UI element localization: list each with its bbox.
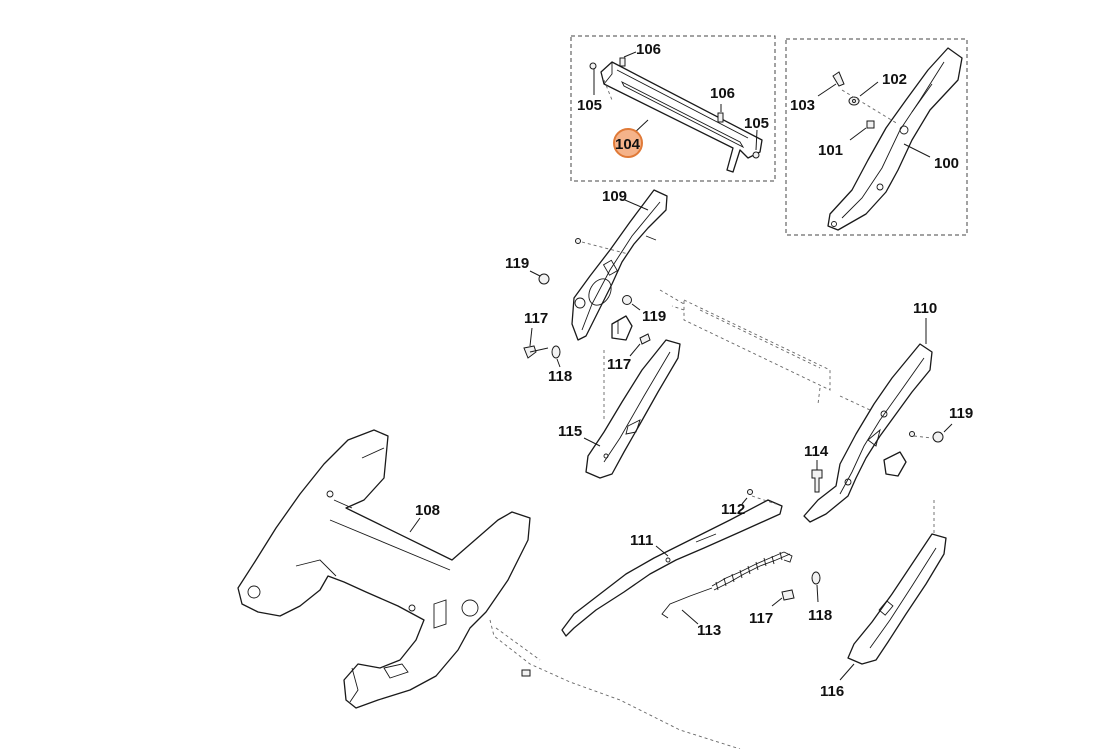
label-106-top[interactable]: 106 [636, 41, 661, 58]
part-108-handle-frame[interactable] [237, 429, 531, 709]
part-106-screw-right[interactable] [717, 104, 724, 123]
clip-bracket-right [883, 431, 933, 477]
part-112-screw[interactable] [741, 489, 753, 505]
part-105-nut-right[interactable] [752, 129, 760, 159]
part-118-washer-left[interactable] [551, 345, 561, 368]
label-104[interactable]: 104 [615, 136, 641, 153]
label-111[interactable]: 111 [630, 532, 653, 549]
label-119-mid[interactable]: 119 [642, 308, 666, 325]
leader-116 [839, 663, 855, 681]
part-103-bolt[interactable] [817, 71, 845, 97]
part-115-rail-left[interactable] [585, 339, 681, 479]
part-100-handle-bracket[interactable] [827, 47, 963, 231]
dashed-guide-100 [841, 89, 899, 125]
leader-111 [655, 545, 669, 557]
label-108[interactable]: 108 [415, 502, 440, 519]
label-114[interactable]: 114 [804, 443, 829, 460]
part-119-nut-a[interactable] [529, 270, 550, 285]
part-119-nut-c[interactable] [932, 423, 953, 443]
leader-108 [409, 517, 421, 533]
label-109[interactable]: 109 [602, 188, 627, 205]
clip-bracket-mid [611, 315, 633, 341]
part-119-nut-b[interactable] [622, 295, 641, 311]
part-117-bolt-lower[interactable] [771, 589, 795, 607]
part-117-bolt-mid[interactable] [629, 333, 651, 357]
part-117-bolt-left[interactable] [523, 327, 549, 359]
label-119-left[interactable]: 119 [505, 255, 529, 272]
label-113[interactable]: 113 [697, 622, 721, 639]
part-113-spring[interactable] [661, 551, 793, 619]
label-103[interactable]: 103 [790, 97, 815, 114]
part-106-screw-left[interactable] [619, 51, 637, 67]
label-105-left[interactable]: 105 [577, 97, 602, 114]
part-111-lever-rod[interactable] [561, 495, 783, 637]
label-117-lower[interactable]: 117 [749, 610, 773, 627]
label-100[interactable]: 100 [934, 155, 959, 172]
part-102-washer[interactable] [848, 81, 879, 106]
label-116[interactable]: 116 [820, 683, 844, 700]
label-118-lower[interactable]: 118 [808, 607, 832, 624]
label-118-left[interactable]: 118 [548, 368, 572, 385]
label-117-mid[interactable]: 117 [607, 356, 631, 373]
label-106-right[interactable]: 106 [710, 85, 735, 102]
small-screw-109 [575, 238, 629, 255]
label-117-left[interactable]: 117 [524, 310, 548, 327]
leader-100 [903, 143, 931, 158]
inset-frame-104-group [570, 35, 776, 182]
part-105-nut-left[interactable] [589, 62, 597, 95]
label-112[interactable]: 112 [721, 501, 745, 518]
label-102[interactable]: 102 [882, 71, 907, 88]
part-118-washer-lower[interactable] [811, 571, 821, 603]
label-115[interactable]: 115 [558, 423, 582, 440]
label-119-right[interactable]: 119 [949, 405, 973, 422]
leader-109 [624, 199, 649, 211]
leader-115 [583, 437, 601, 447]
part-104-crossbar[interactable] [600, 61, 763, 173]
leader-113 [681, 609, 699, 625]
ghost-lower-link [489, 619, 741, 749]
ghost-axle [603, 289, 871, 420]
label-110[interactable]: 110 [913, 300, 937, 317]
part-116-rail-right[interactable] [847, 500, 947, 665]
label-101[interactable]: 101 [818, 142, 843, 159]
highlight-marker-104 [613, 128, 643, 158]
part-109-left-bracket[interactable] [571, 189, 668, 341]
part-114-bolt[interactable] [811, 460, 823, 493]
part-110-right-bracket[interactable] [803, 343, 933, 523]
part-101-nut[interactable] [849, 120, 875, 141]
label-105-right[interactable]: 105 [744, 115, 769, 132]
